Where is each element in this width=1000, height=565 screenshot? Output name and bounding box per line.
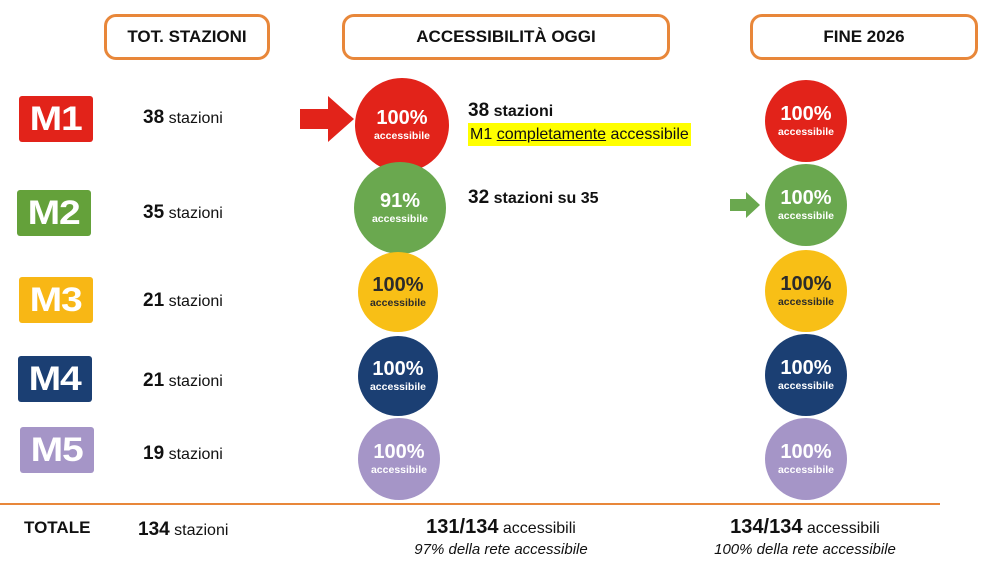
line-logo-m2: M2 xyxy=(17,190,91,236)
m1-highlight: M1 completamente accessibile xyxy=(468,123,691,146)
line-logo-m5: M5 xyxy=(20,427,94,473)
line-logo-m3: M3 xyxy=(19,277,93,323)
note-m2: 32 stazioni su 35 xyxy=(468,187,599,208)
accessibility-2026-m1: 100%accessibile xyxy=(765,80,847,162)
header-tot-stazioni: TOT. STAZIONI xyxy=(104,14,270,60)
note-m1: 38 stazioni M1 completamente accessibile xyxy=(468,99,691,146)
station-count-m1: 38 stazioni xyxy=(143,107,223,128)
line-logo-m1: M1 xyxy=(19,96,93,142)
totals-2026: 134/134 accessibili 100% della rete acce… xyxy=(714,516,896,558)
station-count-m5: 19 stazioni xyxy=(143,443,223,464)
totals-divider xyxy=(0,503,940,505)
totals-today: 131/134 accessibili 97% della rete acces… xyxy=(414,516,588,558)
totals-label: TOTALE xyxy=(24,518,91,537)
header-fine-2026: FINE 2026 xyxy=(750,14,978,60)
accessibility-today-m5: 100%accessibile xyxy=(358,418,440,500)
totals-station-count: 134 stazioni xyxy=(138,519,229,540)
station-count-m2: 35 stazioni xyxy=(143,202,223,223)
arrow-right-icon xyxy=(300,96,354,142)
accessibility-today-m3: 100%accessibile xyxy=(358,252,438,332)
accessibility-2026-m5: 100%accessibile xyxy=(765,418,847,500)
accessibility-today-m1: 100%accessibile xyxy=(355,78,449,172)
accessibility-2026-m3: 100%accessibile xyxy=(765,250,847,332)
arrow-right-icon xyxy=(730,192,760,218)
accessibility-today-m4: 100%accessibile xyxy=(358,336,438,416)
station-count-m4: 21 stazioni xyxy=(143,370,223,391)
header-accessibilita-oggi: ACCESSIBILITÀ OGGI xyxy=(342,14,670,60)
station-count-m3: 21 stazioni xyxy=(143,290,223,311)
line-logo-m4: M4 xyxy=(18,356,92,402)
accessibility-2026-m4: 100%accessibile xyxy=(765,334,847,416)
accessibility-2026-m2: 100%accessibile xyxy=(765,164,847,246)
accessibility-today-m2: 91%accessibile xyxy=(354,162,446,254)
